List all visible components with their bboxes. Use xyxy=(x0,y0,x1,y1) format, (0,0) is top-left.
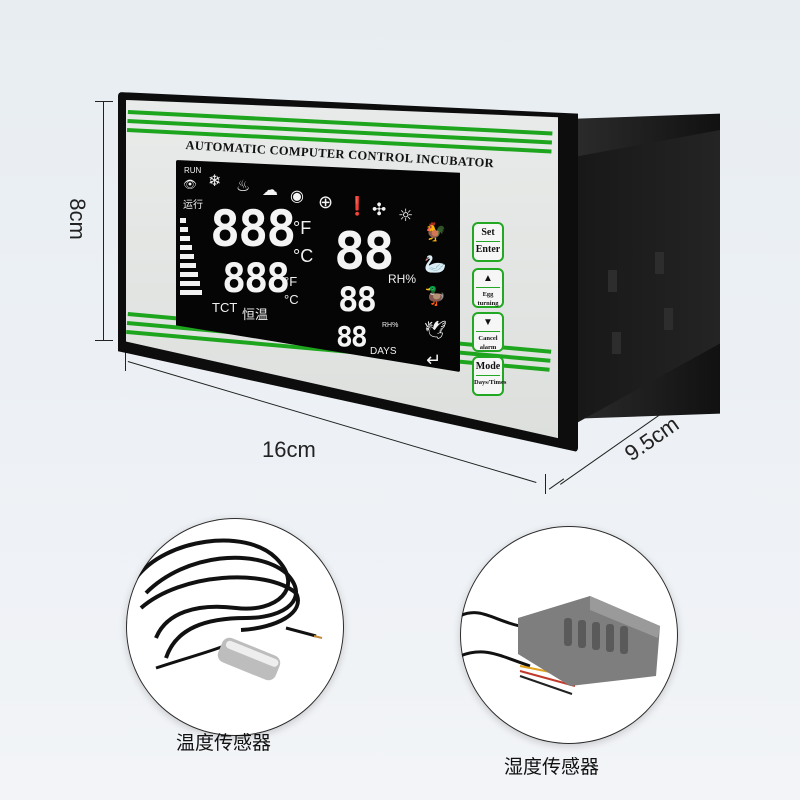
humidity-sensor-circle xyxy=(460,526,678,744)
side-vent-slot xyxy=(612,332,621,354)
width-label: 16cm xyxy=(262,437,316,462)
down-cancel-alarm-button[interactable]: ▼ Cancel alarm xyxy=(472,312,504,352)
temperature-sub-unit-f: °F xyxy=(284,274,298,289)
light-bulb-icon: ☼ xyxy=(398,206,414,226)
alarm-icon: ❗ xyxy=(346,196,369,217)
run-label: RUN xyxy=(184,166,202,175)
mode-label: Mode xyxy=(475,361,501,372)
set-label: Set xyxy=(481,227,495,238)
humidity-sub-digits: 88 xyxy=(338,280,377,320)
temperature-sensor-caption: 温度传感器 xyxy=(176,732,272,754)
flame-icon: ♨ xyxy=(236,176,251,195)
up-arrow-icon: ▲ xyxy=(483,273,493,284)
humidity-probe-image xyxy=(460,596,660,695)
tct-label: TCT xyxy=(212,300,238,315)
cancel-alarm-label: Cancel alarm xyxy=(478,335,498,351)
height-label: 8cm xyxy=(64,198,90,240)
egg-turning-label: Egg turning xyxy=(477,291,499,307)
constant-temp-label: 恒温 xyxy=(242,308,269,323)
temperature-sub-digits: 888 xyxy=(222,256,290,302)
duck-icon: 🦆 xyxy=(424,286,447,307)
humidity-sensor-caption: 湿度传感器 xyxy=(504,756,600,778)
temperature-probe-image xyxy=(134,538,323,681)
enter-label: Enter xyxy=(475,244,501,255)
chicken-icon: 🐓 xyxy=(424,222,447,243)
humidity-main-digits: 88 xyxy=(334,222,395,282)
humidity-main-unit: RH% xyxy=(388,272,417,286)
down-arrow-icon: ▼ xyxy=(483,317,493,328)
return-icon: ↵ xyxy=(426,350,442,371)
plus-circle-icon: ⊕ xyxy=(318,192,334,213)
fan-icon: ✣ xyxy=(372,200,387,220)
snowflake-icon: ❄ xyxy=(208,171,222,190)
humidity-sub-unit: RH% xyxy=(382,322,399,329)
days-times-label: Days/Times xyxy=(474,379,507,386)
run-cn-label: 运行 xyxy=(183,200,203,211)
side-vent-slot xyxy=(608,270,617,292)
temperature-main-unit-c: °C xyxy=(293,246,314,266)
set-enter-button[interactable]: Set Enter xyxy=(472,222,504,262)
eye-icon: 👁 xyxy=(183,178,197,191)
up-egg-turning-button[interactable]: ▲ Egg turning xyxy=(472,268,504,308)
bird-icon: 🕊 xyxy=(424,320,447,341)
side-vent-slot xyxy=(664,308,673,330)
mode-days-times-button[interactable]: Mode Days/Times xyxy=(472,356,507,396)
egg-turn-icon: ◉ xyxy=(290,186,304,205)
level-bar-indicator xyxy=(180,218,202,299)
side-vent-slot xyxy=(655,252,664,274)
goose-icon: 🦢 xyxy=(424,254,447,275)
days-digits: 88 xyxy=(336,320,368,353)
days-label: DAYS xyxy=(370,346,397,357)
temperature-main-unit-f: °F xyxy=(293,218,312,238)
temperature-sub-unit-c: °C xyxy=(284,292,299,307)
rain-cloud-icon: ☁ xyxy=(262,180,278,199)
temperature-sensor-circle xyxy=(126,518,344,736)
temperature-main-digits: 888 xyxy=(210,200,296,258)
